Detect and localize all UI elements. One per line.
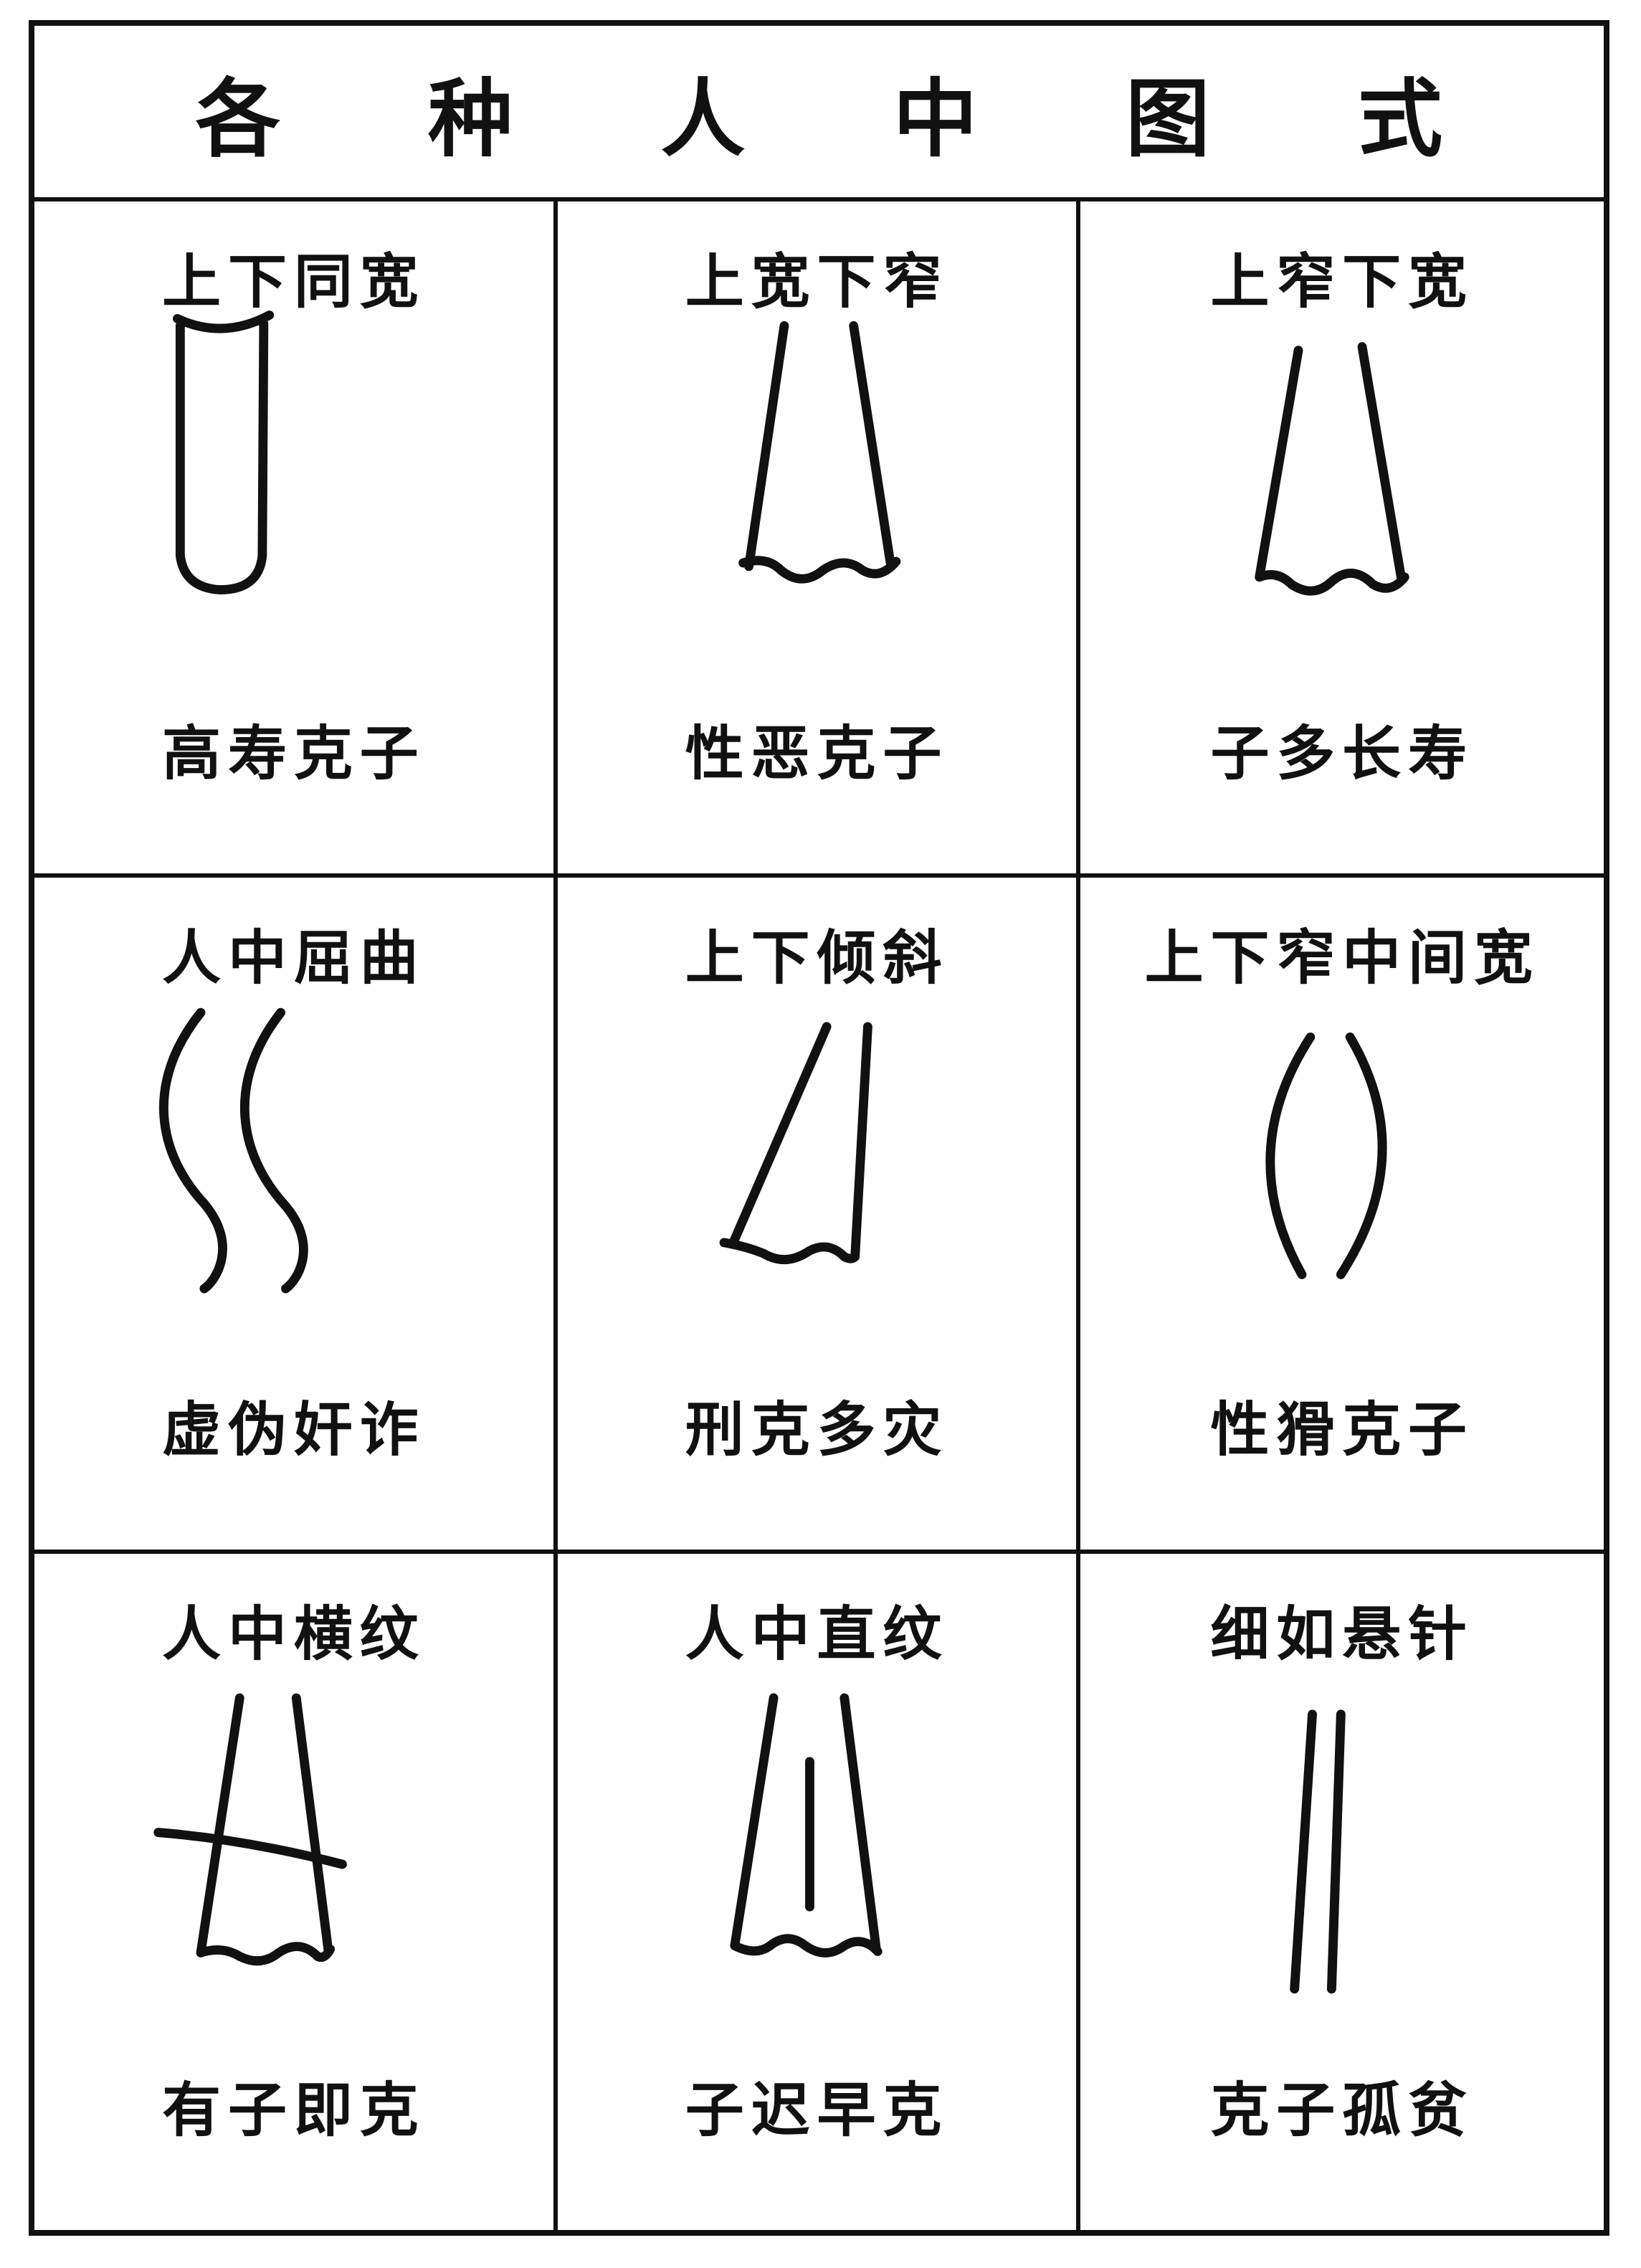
- cell-narrow-top: 上窄下宽 子多长寿: [1080, 201, 1604, 873]
- cell-wide-top: 上宽下窄 性恶克子: [558, 201, 1081, 873]
- cell-needle: 细如悬针 克子孤贫: [1080, 1554, 1604, 2230]
- cell-vertical-crease: 人中直纹 子迟早克: [558, 1554, 1081, 2230]
- cell-bottom-label: 有子即克: [162, 2076, 426, 2145]
- horizontal-crease-icon: [153, 1693, 347, 1966]
- cell-slanted: 上下倾斜 刑克多灾: [558, 878, 1081, 1550]
- parallel-sides-icon: [173, 310, 275, 594]
- widening-downward-icon: [738, 321, 900, 584]
- cell-horizontal-crease: 人中横纹 有子即克: [34, 1554, 558, 2230]
- cell-top-label: 上窄下宽: [1210, 247, 1474, 316]
- cell-bottom-label: 高寿克子: [162, 719, 426, 788]
- cell-bottom-label: 虚伪奸诈: [162, 1395, 426, 1464]
- cell-wide-middle: 上下窄中间宽 性猾克子: [1080, 878, 1604, 1550]
- cell-bottom-label: 子迟早克: [685, 2076, 949, 2145]
- cell-top-label: 人中屈曲: [162, 924, 426, 992]
- cell-top-label: 上下窄中间宽: [1144, 924, 1540, 992]
- bulging-middle-icon: [1265, 1032, 1387, 1279]
- philtrum-chart: 各 种 人 中 图 式 上下同宽 高寿克子 上宽下窄 性恶克子 上窄下宽 子多长…: [29, 20, 1609, 2236]
- vertical-crease-icon: [730, 1693, 883, 1958]
- cell-top-label: 上宽下窄: [685, 247, 949, 316]
- cell-bottom-label: 性恶克子: [685, 719, 949, 788]
- cell-curved: 人中屈曲 虚伪奸诈: [34, 878, 558, 1550]
- cell-top-label: 人中横纹: [162, 1600, 426, 1669]
- chart-row-3: 人中横纹 有子即克 人中直纹 子迟早克 细如悬针 克子孤贫: [34, 1554, 1604, 2230]
- widening-downward-icon: [1255, 342, 1410, 596]
- wavy-lines-icon: [159, 1007, 308, 1294]
- cell-bottom-label: 克子孤贫: [1210, 2076, 1474, 2145]
- chart-row-2: 人中屈曲 虚伪奸诈 上下倾斜 刑克多灾 上下窄中间宽 性猾克子: [34, 878, 1604, 1554]
- slanted-shape-icon: [719, 1022, 872, 1264]
- cell-bottom-label: 刑克多灾: [685, 1395, 949, 1464]
- cell-top-label: 细如悬针: [1210, 1600, 1474, 1669]
- chart-title: 各 种 人 中 图 式: [34, 26, 1604, 201]
- narrow-needle-icon: [1290, 1709, 1346, 1994]
- cell-same-width: 上下同宽 高寿克子: [34, 201, 558, 873]
- cell-top-label: 人中直纹: [685, 1600, 949, 1669]
- cell-bottom-label: 子多长寿: [1210, 719, 1474, 788]
- cell-bottom-label: 性猾克子: [1210, 1395, 1474, 1464]
- cell-top-label: 上下倾斜: [685, 924, 949, 992]
- cell-top-label: 上下同宽: [162, 247, 426, 316]
- chart-row-1: 上下同宽 高寿克子 上宽下窄 性恶克子 上窄下宽 子多长寿: [34, 201, 1604, 878]
